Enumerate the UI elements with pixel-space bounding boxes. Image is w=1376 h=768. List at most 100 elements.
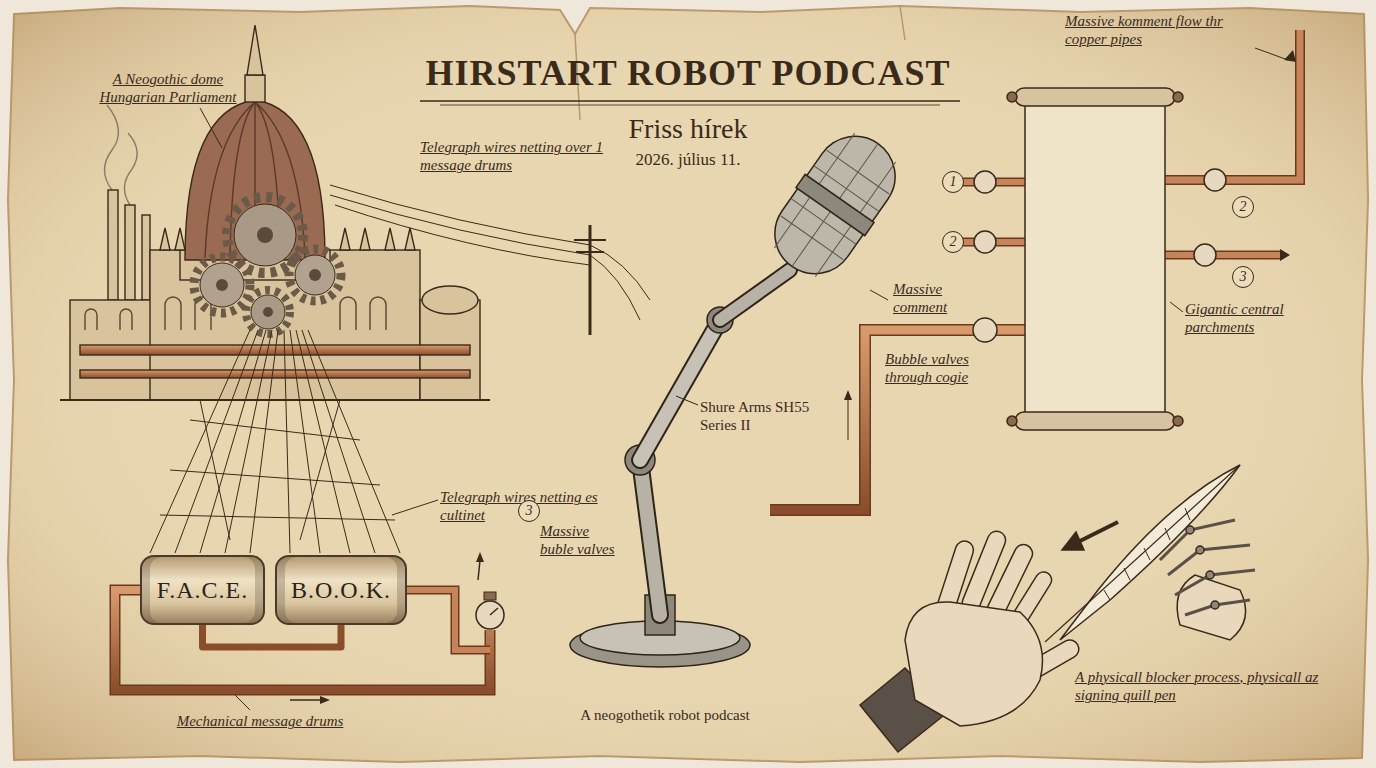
parliament bbox=[108, 190, 118, 300]
scroll bbox=[1173, 92, 1183, 102]
parliament bbox=[125, 205, 135, 300]
gears bbox=[194, 197, 341, 334]
callout-number: 2 bbox=[942, 231, 964, 253]
telegraph-wires bbox=[589, 225, 592, 335]
gears bbox=[257, 227, 273, 243]
scroll bbox=[1007, 88, 1183, 430]
gears bbox=[216, 279, 228, 291]
telegraph-wires bbox=[150, 330, 400, 553]
part-label: Bubble valves through cogie bbox=[885, 350, 1010, 386]
blocker-hand bbox=[905, 602, 1043, 726]
copper-pipes bbox=[476, 601, 504, 629]
comment-pipes bbox=[1280, 249, 1290, 261]
copper-pipes bbox=[476, 552, 484, 562]
gears bbox=[234, 204, 296, 266]
parliament bbox=[160, 228, 170, 250]
parliament bbox=[85, 309, 97, 330]
scroll bbox=[1025, 100, 1165, 418]
comment-pipes bbox=[870, 290, 888, 300]
comment-pipes bbox=[974, 171, 996, 193]
part-label: Massive buble valves bbox=[540, 522, 624, 558]
scroll bbox=[1015, 88, 1175, 106]
telegraph-wires bbox=[160, 400, 395, 540]
part-label: A physicall blocker process, physicall a… bbox=[1075, 668, 1360, 704]
callout-number: 1 bbox=[942, 171, 964, 193]
drum-label: F.A.C.E. bbox=[157, 577, 248, 604]
part-label: Gigantic central parchments bbox=[1185, 300, 1320, 336]
callout-number: 3 bbox=[1232, 266, 1254, 288]
parliament bbox=[245, 75, 265, 102]
gears bbox=[200, 263, 244, 307]
message-drum: B.O.O.K. bbox=[275, 555, 407, 625]
parliament bbox=[340, 228, 350, 250]
quill-robot bbox=[1186, 526, 1194, 534]
comment-pipes bbox=[1284, 50, 1296, 62]
parchment bbox=[8, 6, 1368, 762]
microphone bbox=[640, 320, 720, 460]
parliament bbox=[422, 286, 478, 314]
scroll bbox=[1007, 92, 1017, 102]
comment-pipes bbox=[770, 30, 1300, 510]
comment-pipes bbox=[974, 231, 996, 253]
callout-number: 3 bbox=[518, 500, 540, 522]
part-label: Telegraph wires netting over 1 message d… bbox=[420, 138, 620, 174]
quill-robot bbox=[1196, 546, 1204, 554]
part-label: Massive komment flow thr copper pipes bbox=[1065, 12, 1255, 48]
parchment bbox=[8, 6, 1368, 762]
comment-pipes bbox=[1165, 30, 1300, 180]
part-label: 2026. július 11. bbox=[538, 150, 838, 170]
parliament bbox=[340, 297, 356, 330]
title-rule bbox=[420, 100, 960, 102]
comment-pipes bbox=[1204, 169, 1226, 191]
parliament bbox=[385, 228, 395, 250]
leader-line bbox=[200, 108, 222, 148]
telegraph-wires bbox=[330, 185, 590, 265]
parliament bbox=[142, 215, 150, 300]
parliament bbox=[247, 25, 263, 75]
parliament bbox=[370, 297, 386, 330]
telegraph-wires bbox=[392, 500, 438, 515]
gears bbox=[295, 255, 335, 295]
scroll bbox=[1007, 416, 1017, 426]
parliament bbox=[405, 228, 415, 250]
copper-pipes bbox=[484, 592, 496, 600]
comment-pipes bbox=[1255, 48, 1288, 60]
parliament bbox=[360, 228, 370, 250]
copper-pipes bbox=[290, 699, 320, 701]
gears bbox=[194, 257, 250, 313]
comment-pipes bbox=[973, 318, 997, 342]
microphone bbox=[758, 119, 913, 290]
quill-robot bbox=[1177, 575, 1245, 640]
quill-robot bbox=[1185, 600, 1250, 615]
gears bbox=[263, 307, 273, 317]
telegraph-wires bbox=[150, 185, 650, 553]
telegraph-wires bbox=[576, 251, 604, 253]
gears bbox=[289, 249, 341, 301]
comment-pipes bbox=[1165, 252, 1280, 258]
callout-number: 2 bbox=[1232, 196, 1254, 218]
message-drum: F.A.C.E. bbox=[140, 555, 265, 625]
microphone bbox=[640, 460, 660, 615]
parliament bbox=[165, 297, 181, 330]
quill-robot bbox=[1186, 526, 1219, 609]
parliament bbox=[60, 399, 490, 401]
telegraph-wires bbox=[590, 245, 650, 320]
quill-robot bbox=[1211, 601, 1219, 609]
copper-pipes bbox=[235, 695, 250, 710]
part-label: A Neogothic dome Hungarian Parliament bbox=[88, 70, 248, 106]
copper-pipes bbox=[490, 608, 498, 615]
title-rule bbox=[440, 105, 940, 106]
microphone bbox=[796, 174, 874, 235]
scroll bbox=[1015, 412, 1175, 430]
part-label: A neogothetik robot podcast bbox=[545, 706, 785, 724]
part-label: Massive comment bbox=[893, 280, 983, 316]
microphone bbox=[720, 270, 790, 320]
quill-robot bbox=[1062, 532, 1084, 550]
copper-pipes bbox=[115, 552, 504, 710]
copper-pipes bbox=[320, 696, 330, 704]
quill-robot bbox=[1160, 520, 1255, 615]
microphone bbox=[720, 270, 790, 320]
gears bbox=[246, 290, 290, 334]
